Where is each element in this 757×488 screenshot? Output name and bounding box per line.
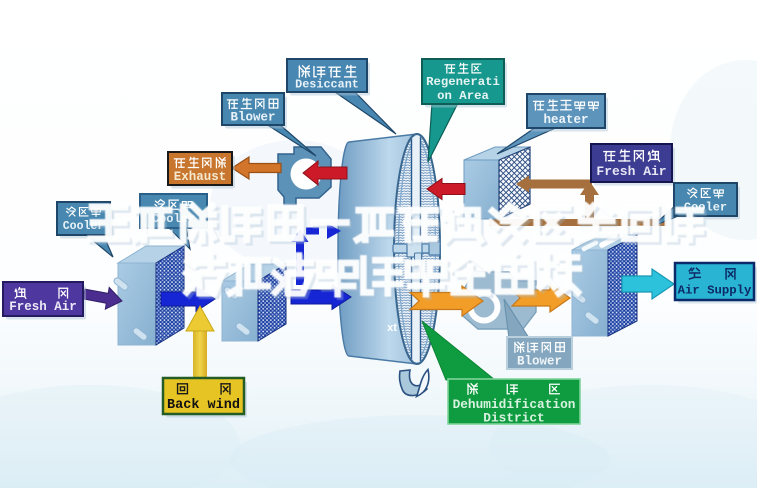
svg-text:Exhaust: Exhaust — [174, 170, 227, 184]
svg-text:Air Supply: Air Supply — [678, 284, 752, 298]
svg-text:Regenerati: Regenerati — [426, 75, 500, 89]
svg-text:Dehumidification: Dehumidification — [453, 397, 576, 412]
svg-text:Back wind: Back wind — [167, 398, 240, 413]
svg-text:Fresh Air: Fresh Air — [9, 300, 77, 314]
svg-text:Blower: Blower — [517, 355, 562, 369]
svg-text:on Area: on Area — [437, 89, 489, 103]
svg-text:Fresh Air: Fresh Air — [596, 164, 666, 179]
svg-text:xt: xt — [387, 322, 397, 334]
svg-text:Desiccant: Desiccant — [295, 78, 359, 92]
svg-text:District: District — [483, 411, 544, 426]
svg-text:heater: heater — [543, 113, 588, 127]
svg-text:Blower: Blower — [230, 111, 275, 125]
